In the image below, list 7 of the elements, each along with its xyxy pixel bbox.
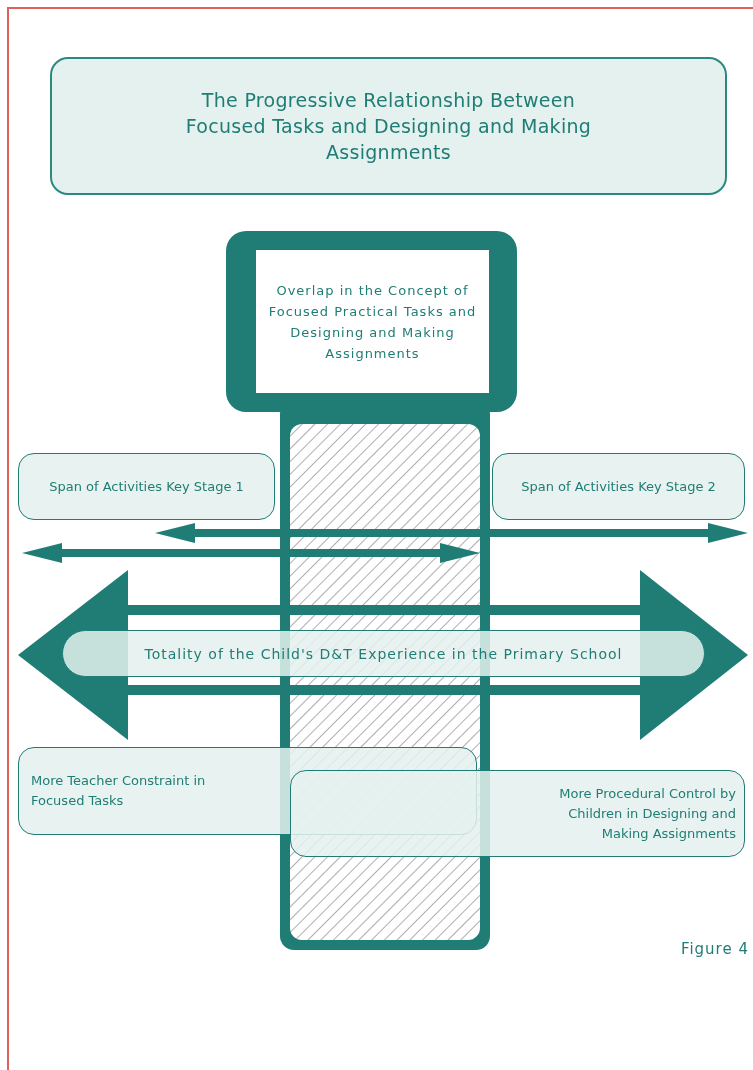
span-box: Span of Activities Key Stage 1 [18, 453, 275, 520]
control-box: More Procedural Control by Children in Designing and Making Assignments [290, 770, 745, 857]
span-box: Span of Activities Key Stage 2 [492, 453, 745, 520]
title-banner: The Progressive Relationship Between Focused Tasks and Designing and Making Assignments [50, 57, 727, 195]
concept-panel: Overlap in the Concept of Focused Practical Tasks and Designing and Making Assignments [226, 231, 517, 412]
experience-banner: Totality of the Child's D&T Experience in the Primary School [62, 630, 705, 677]
figure-label: Figure 4 [680, 940, 749, 958]
